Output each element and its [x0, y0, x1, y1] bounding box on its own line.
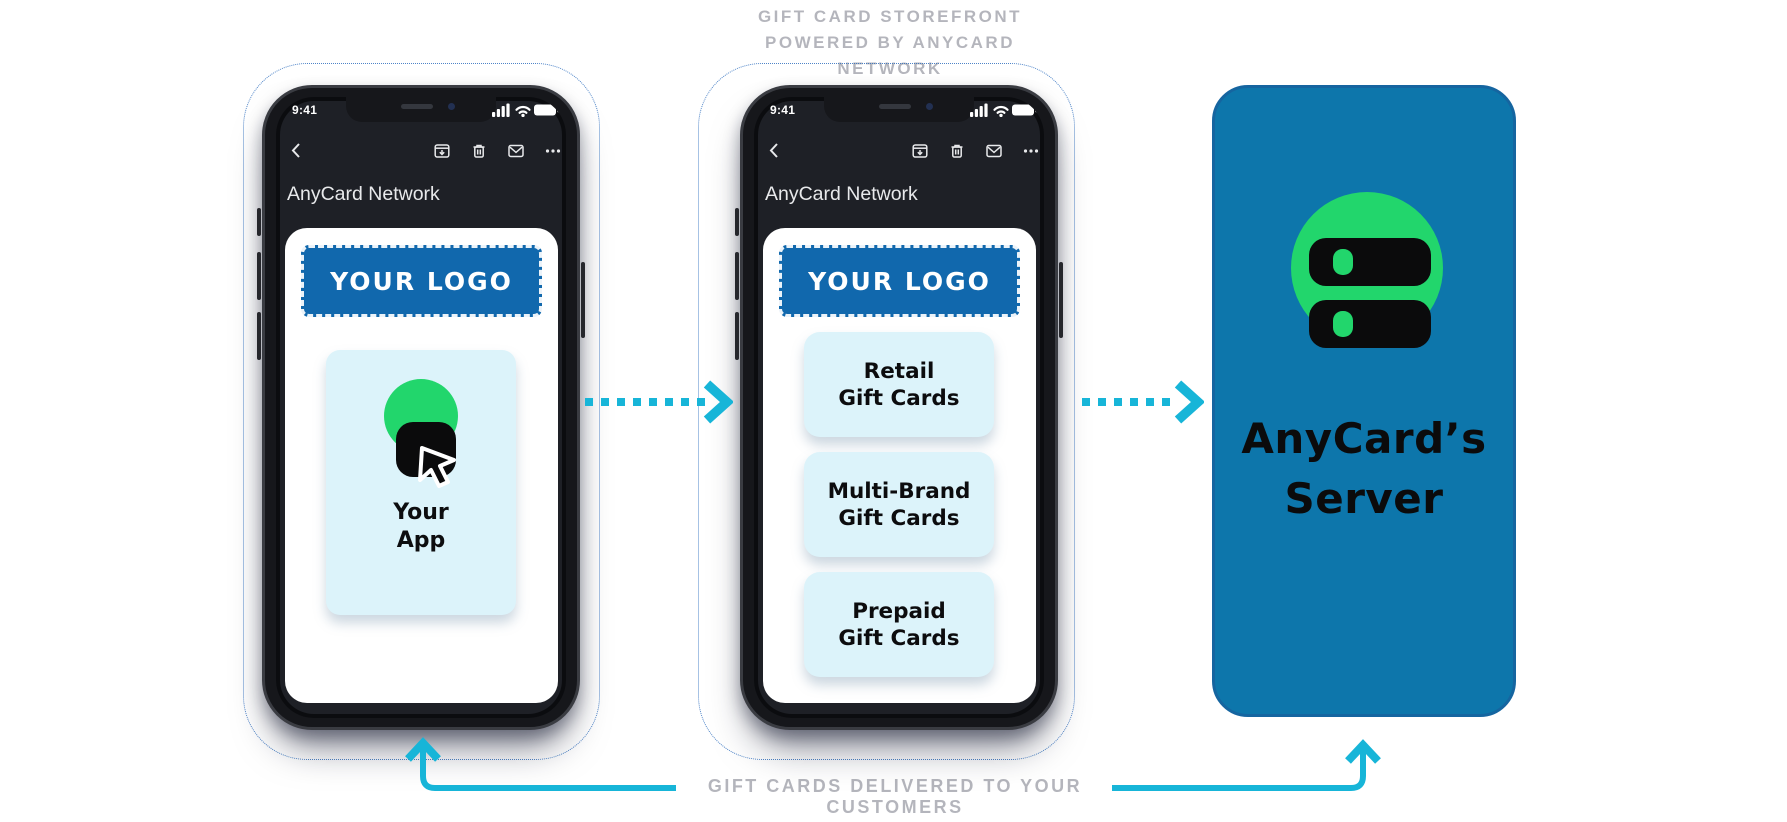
- phone1-side-button: [257, 312, 261, 360]
- button-label-line1: Retail: [863, 358, 935, 384]
- return-path: [405, 737, 1381, 791]
- server-rack-2-slot: [1333, 311, 1353, 337]
- server-panel: AnyCard’s Server: [1212, 85, 1516, 717]
- status-time: 9:41: [770, 103, 796, 117]
- wifi-dot: [521, 113, 525, 117]
- app-card-label-line2: App: [396, 528, 446, 553]
- app-card-label-line1: Your: [393, 500, 449, 525]
- phone1-side-button: [581, 262, 585, 338]
- mail-icon[interactable]: [985, 142, 1003, 160]
- gift-card-button-prepaid[interactable]: Prepaid Gift Cards: [804, 572, 994, 677]
- flow-arrow-2-head: [1174, 380, 1204, 424]
- phone2-dotted-outline: [698, 63, 1075, 760]
- your-app-card[interactable]: Your App: [326, 350, 516, 615]
- more-icon[interactable]: [1022, 142, 1040, 160]
- battery-icon: [1012, 104, 1038, 116]
- server-rack-1-slot: [1333, 249, 1353, 275]
- signal-icon: [492, 103, 510, 117]
- button-label-line2: Gift Cards: [838, 385, 960, 411]
- archive-icon[interactable]: [433, 142, 451, 160]
- return-arrow-up-phone1: [405, 737, 441, 762]
- app-cursor-icon: [418, 446, 456, 488]
- gift-card-button-retail[interactable]: Retail Gift Cards: [804, 332, 994, 437]
- phone2-side-button: [735, 252, 739, 300]
- caption-top-line1: GIFT CARD STOREFRONT: [757, 7, 1023, 26]
- return-arrow-up-server: [1345, 739, 1381, 764]
- phone1-screen: 9:41: [276, 97, 566, 718]
- camera-dot: [926, 103, 933, 110]
- button-label-line1: Prepaid: [852, 598, 946, 624]
- phone2-side-button: [1059, 262, 1063, 338]
- server-rack-2: [1309, 300, 1431, 348]
- app-icon: [384, 379, 458, 488]
- logo-placeholder-banner: YOUR LOGO: [301, 245, 542, 317]
- server-label-line1: AnyCard’s: [1241, 414, 1487, 463]
- wifi-icon: [993, 105, 1009, 114]
- more-icon[interactable]: [544, 142, 562, 160]
- gift-card-button-multibrand[interactable]: Multi-Brand Gift Cards: [804, 452, 994, 557]
- flow-arrow-1-head: [703, 380, 733, 424]
- trash-icon[interactable]: [948, 142, 966, 160]
- server-label-line2: Server: [1284, 474, 1444, 523]
- phone2-screen: 9:41: [754, 97, 1044, 718]
- logo-banner-label: YOUR LOGO: [808, 266, 991, 296]
- phone1-email-card: YOUR LOGO Your App: [285, 228, 558, 703]
- server-icon: [1291, 192, 1443, 348]
- flow-arrow-1-dashes: [585, 398, 705, 406]
- trash-icon[interactable]: [470, 142, 488, 160]
- status-time: 9:41: [292, 103, 318, 117]
- wifi-icon: [515, 105, 531, 114]
- phone1-notch: [346, 97, 496, 122]
- speaker-slit: [401, 104, 433, 109]
- caption-bottom: GIFT CARDS DELIVERED TO YOUR CUSTOMERS: [707, 776, 1083, 817]
- speaker-slit: [879, 104, 911, 109]
- phone2-side-button: [735, 208, 739, 236]
- back-icon[interactable]: [766, 141, 784, 159]
- back-icon[interactable]: [288, 141, 306, 159]
- battery-icon: [534, 104, 560, 116]
- camera-dot: [448, 103, 455, 110]
- status-icons: [970, 103, 1038, 117]
- logo-placeholder-banner: YOUR LOGO: [779, 245, 1020, 317]
- archive-icon[interactable]: [911, 142, 929, 160]
- phone1-side-button: [257, 208, 261, 236]
- phone2-side-button: [735, 312, 739, 360]
- flow-arrow-2-dashes: [1082, 398, 1175, 406]
- signal-icon: [970, 103, 988, 117]
- logo-banner-label: YOUR LOGO: [330, 266, 513, 296]
- email-subject-title: AnyCard Network: [765, 183, 918, 205]
- status-icons: [492, 103, 560, 117]
- button-label-line1: Multi-Brand: [827, 478, 971, 504]
- phone2-notch: [824, 97, 974, 122]
- wifi-dot: [999, 113, 1003, 117]
- button-label-line2: Gift Cards: [838, 505, 960, 531]
- button-label-line2: Gift Cards: [838, 625, 960, 651]
- phone1-side-button: [257, 252, 261, 300]
- phone2-email-card: YOUR LOGO Retail Gift Cards Multi-Brand …: [763, 228, 1036, 703]
- server-rack-1: [1309, 238, 1431, 286]
- mail-icon[interactable]: [507, 142, 525, 160]
- email-subject-title: AnyCard Network: [287, 183, 440, 205]
